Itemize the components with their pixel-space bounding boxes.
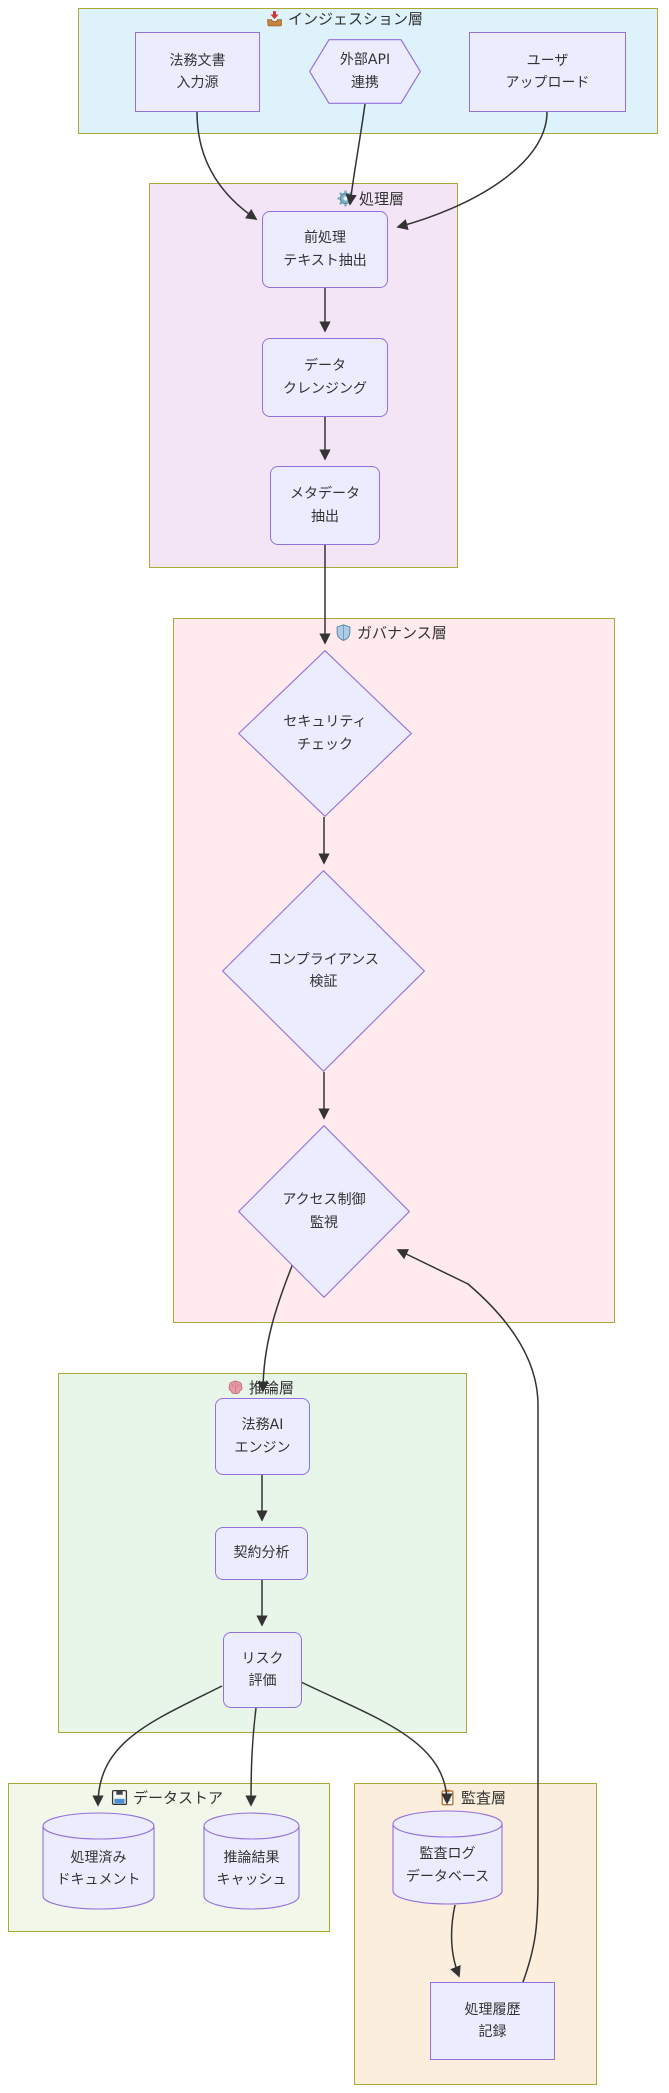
node-security-check: セキュリティ チェック [238,650,412,817]
risk-eval-label: リスク 評価 [241,1650,284,1689]
diamond-shape [238,650,412,817]
datastore-layer-label: データストア [133,1789,224,1807]
preprocess-label: 前処理 テキスト抽出 [283,230,367,269]
ingestion-layer-title: インジェスション層 [266,8,423,29]
datastore-layer-title: データストア [111,1787,223,1808]
node-contract-analysis: 契約分析 [215,1527,308,1580]
node-compliance: コンプライアンス 検証 [222,870,425,1072]
contract-analysis-label: 契約分析 [233,1545,290,1562]
inference-layer-title: 推論層 [227,1377,294,1398]
node-risk-eval: リスク 評価 [223,1632,302,1708]
node-inference-cache: 推論結果 キャッシュ [203,1812,300,1910]
diamond-shape [238,1125,410,1298]
external-api-label: 外部API 連携 [339,52,391,91]
clipboard-icon [441,1789,454,1806]
node-metadata: メタデータ 抽出 [270,466,380,545]
hexagon-shape [309,39,421,104]
governance-layer-label: ガバナンス層 [357,624,447,642]
node-external-api: 外部API 連携 [309,39,421,104]
history-record-label: 処理履歴 記録 [464,2001,521,2040]
inbox-tray-icon [267,11,282,27]
audit-db-label: 監査ログ データベース [405,1846,490,1885]
legal-doc-source-label: 法務文書 入力源 [169,52,226,91]
node-ai-engine: 法務AI エンジン [215,1398,310,1475]
inference-layer-label: 推論層 [249,1379,295,1397]
user-upload-label: ユーザ アップロード [505,52,590,91]
shield-icon [336,624,351,641]
node-access-control: アクセス制御 監視 [238,1125,410,1298]
node-preprocess: 前処理 テキスト抽出 [262,211,388,288]
floppy-disk-icon [111,1789,128,1806]
governance-layer-title: ガバナンス層 [335,622,447,643]
access-control-label: アクセス制御 監視 [282,1192,366,1231]
processing-layer-title: 処理層 [337,188,404,209]
ingestion-layer-label: インジェスション層 [288,10,424,28]
audit-layer-label: 監査層 [461,1789,507,1807]
brain-icon [228,1380,243,1395]
cylinder-shape [203,1812,300,1910]
audit-layer-title: 監査層 [439,1787,506,1808]
cylinder-shape [42,1812,155,1910]
diamond-shape [222,870,425,1072]
compliance-label: コンプライアンス 検証 [268,951,379,990]
node-audit-db: 監査ログ データベース [392,1810,503,1905]
node-user-upload: ユーザ アップロード [469,32,626,112]
inference-cache-label: 推論結果 キャッシュ [216,1849,287,1888]
ai-engine-label: 法務AI エンジン [234,1417,291,1456]
node-cleansing: データ クレンジング [262,338,388,417]
processed-docs-label: 処理済み ドキュメント [56,1849,141,1888]
node-processed-docs: 処理済み ドキュメント [42,1812,155,1910]
security-check-label: セキュリティ チェック [283,714,367,753]
cleansing-label: データ クレンジング [283,358,367,397]
processing-layer-label: 処理層 [359,190,405,208]
node-legal-doc-source: 法務文書 入力源 [135,32,260,112]
metadata-label: メタデータ 抽出 [290,486,360,525]
node-history-record: 処理履歴 記録 [430,1982,555,2060]
gear-icon [337,190,354,207]
